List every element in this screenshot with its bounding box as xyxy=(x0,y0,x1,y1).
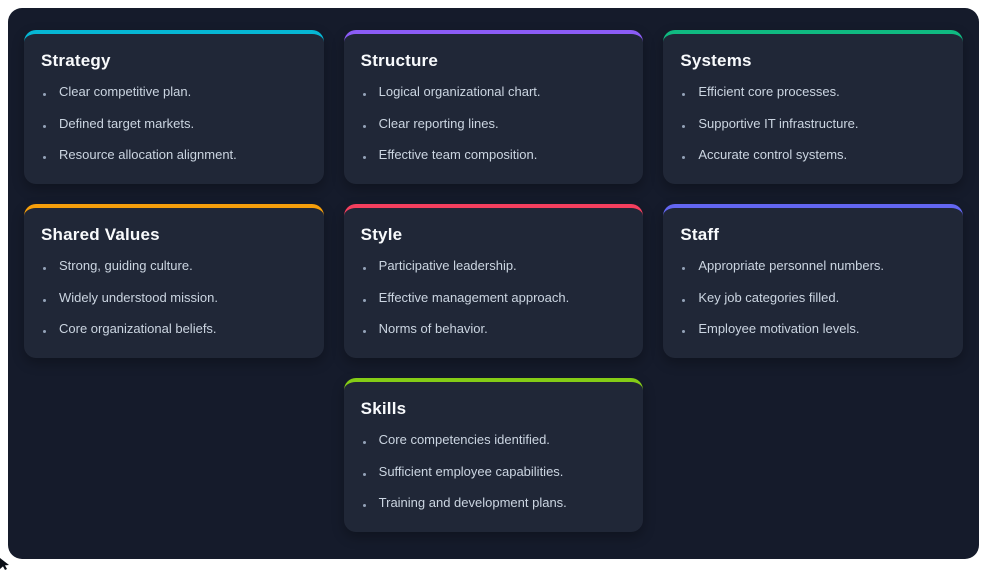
card-title: Systems xyxy=(680,51,752,70)
card-structure: Structure Logical organizational chart. … xyxy=(343,30,644,184)
bullet-dot-icon xyxy=(362,156,366,159)
list-item-text: Sufficient employee capabilities. xyxy=(378,463,564,479)
list-item: Sufficient employee capabilities. xyxy=(362,463,626,480)
list-item-text: Widely understood mission. xyxy=(59,289,218,305)
list-item: Core organizational beliefs. xyxy=(43,320,306,337)
list-item: Effective team composition. xyxy=(362,146,626,163)
list-item-text: Resource allocation alignment. xyxy=(59,147,237,162)
card-list: Clear competitive plan. Defined target m… xyxy=(41,83,306,163)
list-item: Efficient core processes. xyxy=(682,83,945,100)
list-item: Employee motivation levels. xyxy=(682,320,945,337)
list-item-text: Effective team composition. xyxy=(378,147,538,162)
list-item: Key job categories filled. xyxy=(682,289,945,306)
list-item: Supportive IT infrastructure. xyxy=(682,115,945,132)
bullet-dot-icon xyxy=(43,124,46,128)
list-item: Clear competitive plan. xyxy=(43,83,306,100)
card-shared-values: Shared Values Strong, guiding culture. W… xyxy=(24,204,324,358)
list-item: Norms of behavior. xyxy=(362,320,626,337)
list-item: Defined target markets. xyxy=(43,115,306,132)
list-item: Resource allocation alignment. xyxy=(43,146,306,163)
bullet-dot-icon xyxy=(43,298,46,302)
bullet-dot-icon xyxy=(682,330,686,333)
card-list: Participative leadership. Effective mana… xyxy=(361,257,626,337)
list-item: Logical organizational chart. xyxy=(362,83,626,100)
card-list: Core competencies identified. Sufficient… xyxy=(361,431,626,511)
list-item: Clear reporting lines. xyxy=(362,115,626,132)
bullet-dot-icon xyxy=(362,330,366,333)
card-skills: Skills Core competencies identified. Suf… xyxy=(343,378,644,532)
card-strategy: Strategy Clear competitive plan. Defined… xyxy=(24,30,324,184)
bullet-dot-icon xyxy=(43,156,46,159)
bullet-dot-icon xyxy=(362,124,366,128)
card-title: Skills xyxy=(360,399,407,418)
list-item: Accurate control systems. xyxy=(682,146,945,163)
list-item-text: Efficient core processes. xyxy=(698,84,840,99)
list-item-text: Accurate control systems. xyxy=(698,147,848,162)
bullet-dot-icon xyxy=(362,267,366,270)
bullet-dot-icon xyxy=(43,330,46,333)
card-title: Style xyxy=(360,225,403,244)
list-item-text: Logical organizational chart. xyxy=(378,84,541,99)
list-item-text: Appropriate personnel numbers. xyxy=(698,258,885,273)
list-item-text: Core organizational beliefs. xyxy=(59,321,217,336)
list-item: Widely understood mission. xyxy=(43,289,306,306)
bullet-dot-icon xyxy=(682,298,686,302)
list-item-text: Norms of behavior. xyxy=(378,321,488,336)
list-item-text: Key job categories filled. xyxy=(698,289,840,305)
card-title: Structure xyxy=(360,51,439,70)
list-item-text: Clear reporting lines. xyxy=(378,115,499,131)
list-item-text: Clear competitive plan. xyxy=(59,84,192,99)
list-item-text: Defined target markets. xyxy=(59,115,195,131)
bullet-dot-icon xyxy=(362,441,366,444)
mouse-cursor-icon xyxy=(0,558,9,570)
bullet-dot-icon xyxy=(682,93,686,96)
card-title: Staff xyxy=(680,225,720,244)
card-list: Appropriate personnel numbers. Key job c… xyxy=(680,257,945,337)
list-item-text: Employee motivation levels. xyxy=(698,321,860,336)
list-item-text: Training and development plans. xyxy=(378,495,567,510)
bullet-dot-icon xyxy=(362,472,366,476)
bullet-dot-icon xyxy=(362,504,366,507)
list-item: Core competencies identified. xyxy=(362,431,626,448)
list-item: Effective management approach. xyxy=(362,289,626,306)
card-list: Logical organizational chart. Clear repo… xyxy=(361,83,626,163)
bullet-dot-icon xyxy=(682,267,686,270)
card-staff: Staff Appropriate personnel numbers. Key… xyxy=(663,204,963,358)
bullet-dot-icon xyxy=(43,267,46,270)
cards-grid: Strategy Clear competitive plan. Defined… xyxy=(24,30,963,532)
list-item: Strong, guiding culture. xyxy=(43,257,306,274)
card-systems: Systems Efficient core processes. Suppor… xyxy=(663,30,963,184)
card-title: Shared Values xyxy=(41,225,160,244)
list-item-text: Supportive IT infrastructure. xyxy=(698,115,859,131)
bullet-dot-icon xyxy=(43,93,46,96)
bullet-dot-icon xyxy=(362,298,366,302)
list-item: Appropriate personnel numbers. xyxy=(682,257,945,274)
card-list: Strong, guiding culture. Widely understo… xyxy=(41,257,306,337)
list-item-text: Strong, guiding culture. xyxy=(59,258,193,273)
bullet-dot-icon xyxy=(682,156,686,159)
card-style: Style Participative leadership. Effectiv… xyxy=(343,204,644,358)
bullet-dot-icon xyxy=(682,124,686,128)
list-item-text: Core competencies identified. xyxy=(378,432,550,447)
list-item-text: Participative leadership. xyxy=(378,258,517,273)
list-item: Participative leadership. xyxy=(362,257,626,274)
list-item: Training and development plans. xyxy=(362,494,626,511)
card-list: Efficient core processes. Supportive IT … xyxy=(680,83,945,163)
card-title: Strategy xyxy=(41,51,111,70)
framework-panel: Strategy Clear competitive plan. Defined… xyxy=(8,8,979,559)
list-item-text: Effective management approach. xyxy=(378,289,570,305)
bullet-dot-icon xyxy=(362,93,366,96)
